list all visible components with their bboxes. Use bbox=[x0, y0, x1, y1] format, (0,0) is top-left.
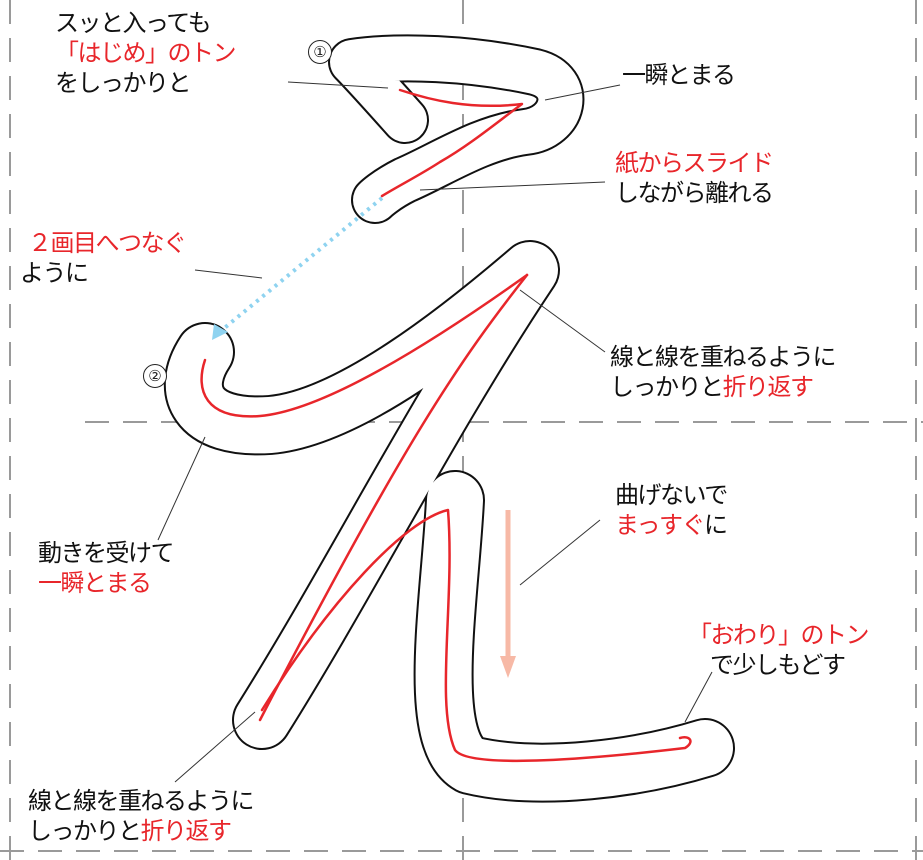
label-pause-mid: 動きを受けて 一瞬とまる bbox=[38, 539, 175, 597]
leader-lines bbox=[157, 81, 713, 783]
label-straight: 曲げないで まっすぐに bbox=[615, 481, 728, 539]
step-marker-1: ① bbox=[308, 40, 332, 64]
step-marker-2: ② bbox=[143, 364, 167, 388]
salmon-down-arrow bbox=[500, 510, 516, 678]
label-fold-lower: 線と線を重ねるように しっかりと折り返す bbox=[28, 787, 255, 845]
label-end: 「おわり」のトン で少しもどす bbox=[688, 621, 870, 679]
blue-dotted-arrow bbox=[212, 196, 384, 340]
stroke-1-fill bbox=[330, 36, 583, 222]
label-pause-top: 一瞬とまる bbox=[622, 61, 736, 89]
label-slide: 紙からスライド しながら離れる bbox=[615, 149, 774, 207]
red-line-stroke-1 bbox=[380, 88, 524, 198]
label-connect: ２画目へつなぐ ように bbox=[20, 229, 187, 287]
red-line-stroke-2-top bbox=[200, 273, 529, 418]
label-fold-upper: 線と線を重ねるように しっかりと折り返す bbox=[610, 343, 837, 401]
red-line-stroke-2-down bbox=[258, 273, 529, 722]
red-guide-lines bbox=[200, 88, 692, 763]
label-intro: スッと入っても 「はじめ」のトン をしっかりと bbox=[55, 9, 237, 97]
red-line-stroke-2-bottom bbox=[260, 508, 692, 763]
